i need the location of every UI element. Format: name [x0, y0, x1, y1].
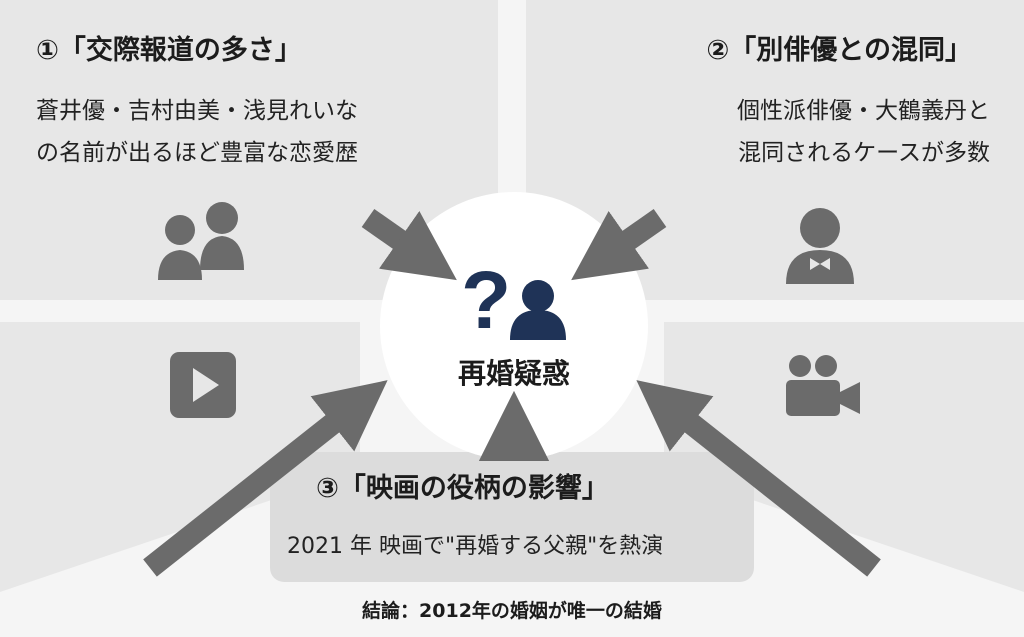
reason-1-line-2: の名前が出るほど豊富な恋愛歴: [36, 140, 358, 166]
reason-2-line-2: 混同されるケースが多数: [738, 140, 990, 166]
reason-1-line-1: 蒼井優・吉村由美・浅見れいな: [36, 98, 358, 124]
reason-3-title: ③「映画の役柄の影響」: [316, 473, 609, 504]
couple-icon: [158, 202, 244, 280]
question-person-icon: ?: [461, 255, 566, 346]
svg-text:?: ?: [461, 255, 511, 346]
reason-2-title: ②「別俳優との混同」: [706, 35, 972, 66]
reason-1-body: 蒼井優・吉村由美・浅見れいな の名前が出るほど豊富な恋愛歴: [36, 90, 358, 174]
center-label: 再婚疑惑: [457, 357, 570, 390]
reason-1-title: ①「交際報道の多さ」: [36, 35, 302, 66]
panel-reason-3: [270, 452, 754, 582]
reason-2-line-1: 個性派俳優・大鶴義丹と: [737, 98, 990, 124]
play-button-icon: [170, 352, 236, 418]
arrow-from-reason-1: [361, 208, 457, 281]
conclusion-text: 結論：2012年の婚姻が唯一の結婚: [362, 600, 662, 622]
man-bowtie-icon: [786, 208, 854, 284]
reason-2-body: 個性派俳優・大鶴義丹と 混同されるケースが多数: [737, 90, 990, 174]
movie-camera-icon: [786, 355, 860, 416]
reason-3-line-1: 2021 年 映画で"再婚する父親"を熱演: [287, 534, 664, 559]
arrow-from-reason-2: [571, 208, 667, 281]
panel-bottom-left: [0, 322, 360, 592]
arrow-from-bottom-left: [143, 380, 388, 577]
arrow-from-bottom-right: [636, 380, 881, 577]
panel-bottom-right: [664, 322, 1024, 592]
